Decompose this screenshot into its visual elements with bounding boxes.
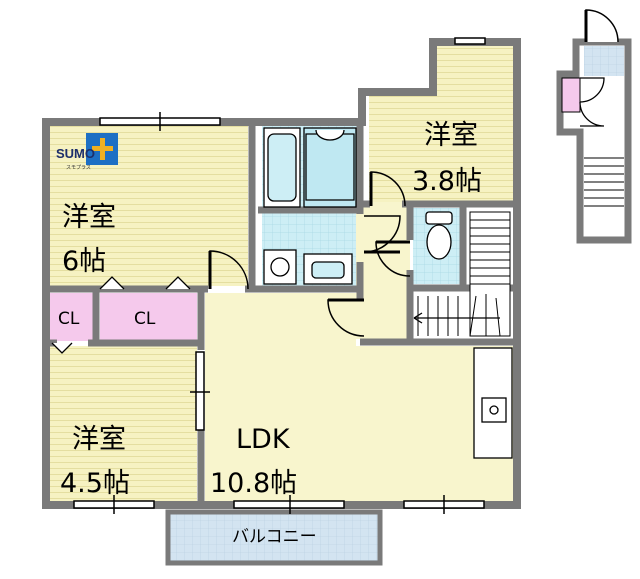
room-western-6-name: 洋室	[62, 202, 116, 233]
sumo-logo-icon: SUMO スモプラス	[56, 133, 118, 171]
room-western-38-size: 3.8帖	[412, 166, 482, 197]
closet-right-label: CL	[134, 309, 156, 329]
logo-text: SUMO	[56, 146, 95, 161]
room-western-38-floor	[369, 46, 513, 215]
stairs-icon	[413, 211, 511, 337]
toilet-icon	[425, 211, 453, 260]
room-ldk-floor	[205, 293, 513, 501]
room-western-45-name: 洋室	[72, 424, 126, 455]
balcony-floor	[165, 509, 383, 566]
room-western-6-floor	[50, 126, 248, 286]
bathtub-icon	[263, 127, 357, 208]
kitchen-sink-icon	[473, 347, 513, 459]
room-western-45-floor	[50, 346, 197, 501]
room-western-45-size: 4.5帖	[60, 468, 130, 499]
hallway-floor	[356, 202, 410, 339]
door-swing-icon	[208, 171, 411, 337]
washing-machine-icon	[263, 249, 297, 285]
room-western-38-name: 洋室	[424, 120, 478, 151]
room-western-6-size: 6帖	[62, 246, 106, 277]
balcony-label: バルコニー	[232, 527, 317, 547]
room-ldk-size: 10.8帖	[210, 468, 297, 499]
room-ldk-name: LDK	[236, 424, 291, 455]
washbasin-icon	[303, 253, 353, 285]
closet-left-floor	[50, 293, 93, 341]
closet-door-icon	[51, 276, 191, 354]
window-icon	[73, 37, 486, 514]
closet-right-floor	[100, 293, 197, 341]
logo-subtext: スモプラス	[66, 165, 91, 171]
upper-level-plan	[556, 9, 632, 244]
closet-left-label: CL	[58, 309, 80, 329]
landing-floor	[413, 292, 469, 338]
